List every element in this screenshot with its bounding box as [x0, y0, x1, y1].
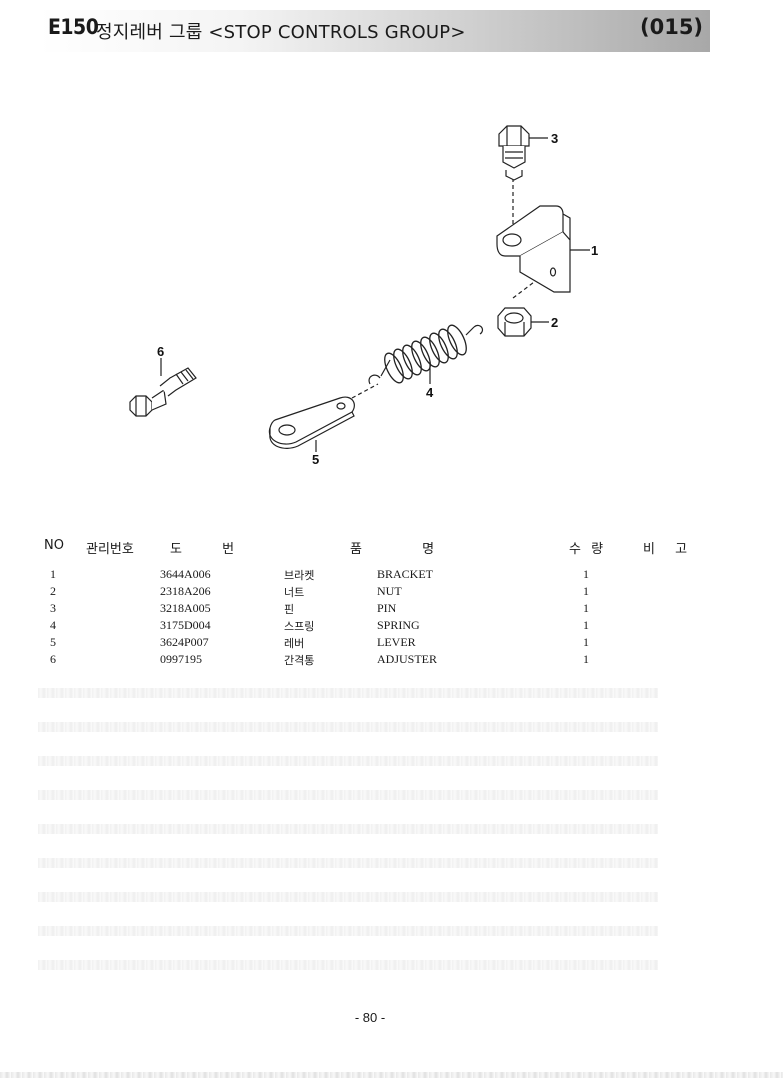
callout-6: 6 — [157, 344, 164, 359]
blank-table-row — [38, 926, 658, 936]
row-drawing-no: 3218A005 — [160, 601, 211, 615]
blank-table-row — [38, 892, 658, 902]
table-row: 4 3175D004 스프링 SPRING 1 — [0, 618, 783, 635]
scan-edge-noise — [0, 1072, 783, 1078]
blank-table-row — [38, 858, 658, 868]
row-drawing-no: 3644A006 — [160, 567, 211, 581]
row-drawing-no: 2318A206 — [160, 584, 211, 598]
row-name-en: NUT — [377, 584, 402, 598]
row-no: 3 — [50, 601, 56, 615]
section-code: E150 — [48, 15, 99, 39]
row-no: 4 — [50, 618, 56, 632]
page-number: - 80 - — [354, 1010, 386, 1025]
section-title: 정지레버 그룹 <STOP CONTROLS GROUP> — [96, 22, 466, 43]
header-band — [38, 10, 710, 52]
col-header-quantity: 수 량 — [569, 542, 604, 557]
row-qty: 1 — [583, 567, 589, 581]
col-header-part-name: 품 명 — [350, 542, 435, 557]
callout-2: 2 — [551, 315, 558, 330]
row-name-ko: 핀 — [284, 603, 295, 616]
row-name-en: PIN — [377, 601, 397, 615]
row-drawing-no: 3175D004 — [160, 618, 211, 632]
row-name-ko: 간격통 — [284, 654, 315, 667]
row-name-ko: 브라켓 — [284, 569, 315, 582]
row-no: 5 — [50, 635, 56, 649]
section-page-ref: (015) — [640, 15, 704, 39]
callout-4: 4 — [426, 385, 434, 400]
row-name-en: ADJUSTER — [377, 652, 438, 666]
row-name-en: LEVER — [377, 635, 416, 649]
table-row: 3 3218A005 핀 PIN 1 — [0, 601, 783, 618]
blank-table-row — [38, 790, 658, 800]
part-lever — [268, 396, 355, 449]
table-row: 2 2318A206 너트 NUT 1 — [0, 584, 783, 601]
blank-table-row — [38, 756, 658, 766]
col-header-no: NO — [44, 538, 64, 553]
row-no: 6 — [50, 652, 56, 666]
part-nut — [497, 307, 532, 337]
row-name-ko: 너트 — [284, 586, 305, 599]
row-qty: 1 — [583, 584, 589, 598]
row-drawing-no: 0997195 — [160, 652, 202, 666]
row-qty: 1 — [583, 652, 589, 666]
part-pin — [498, 125, 530, 181]
blank-table-row — [38, 688, 658, 698]
blank-table-row — [38, 722, 658, 732]
row-qty: 1 — [583, 618, 589, 632]
row-qty: 1 — [583, 635, 589, 649]
col-header-remarks: 비 고 — [643, 542, 688, 557]
table-row: 1 3644A006 브라켓 BRACKET 1 — [0, 567, 783, 584]
row-no: 1 — [50, 567, 56, 581]
row-name-en: BRACKET — [377, 567, 434, 581]
blank-table-row — [38, 960, 658, 970]
col-header-mgmt-no: 관리번호 — [86, 542, 134, 557]
row-qty: 1 — [583, 601, 589, 615]
part-spring — [368, 324, 484, 385]
row-name-ko: 레버 — [284, 637, 305, 650]
blank-table-row — [38, 824, 658, 834]
callout-3: 3 — [551, 131, 558, 146]
row-name-ko: 스프링 — [284, 620, 315, 633]
row-no: 2 — [50, 584, 56, 598]
exploded-parts-diagram: 1 2 3 4 5 6 — [129, 125, 598, 467]
row-drawing-no: 3624P007 — [160, 635, 209, 649]
part-bracket — [496, 205, 571, 293]
col-header-drawing-no: 도 번 — [170, 542, 235, 557]
row-name-en: SPRING — [377, 618, 420, 632]
callout-5: 5 — [312, 452, 319, 467]
parts-table-header: NO 관리번호 도 번 품 명 수 량 비 고 — [0, 538, 783, 558]
table-row: 5 3624P007 레버 LEVER 1 — [0, 635, 783, 652]
assembly-line-lever — [351, 383, 379, 399]
table-row: 6 0997195 간격통 ADJUSTER 1 — [0, 652, 783, 669]
callout-1: 1 — [591, 243, 598, 258]
part-adjuster — [129, 367, 197, 417]
